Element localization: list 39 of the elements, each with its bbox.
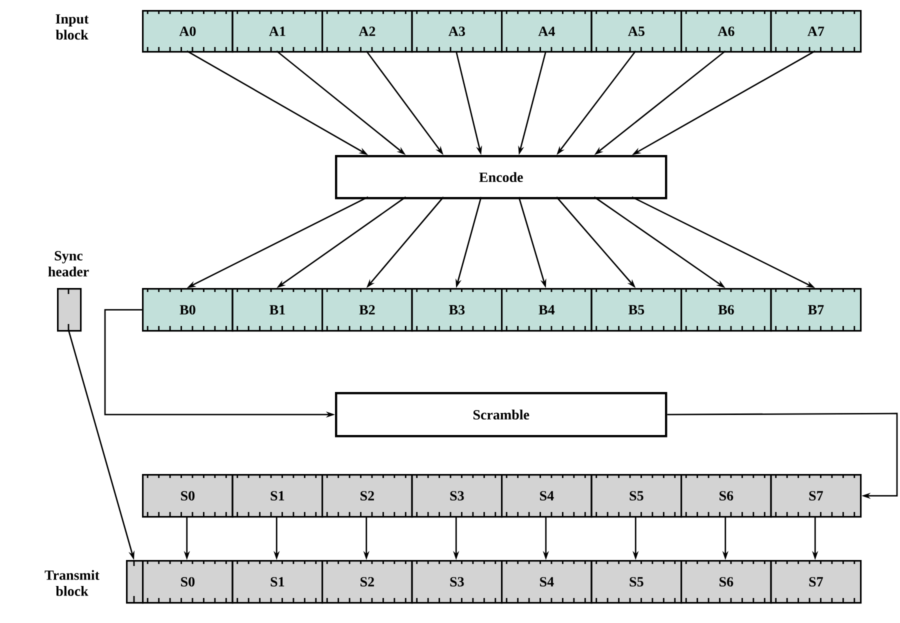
cell: B0: [142, 287, 234, 332]
cell: B1: [232, 287, 324, 332]
cell: S4: [501, 473, 592, 518]
cell: S1: [232, 473, 324, 518]
cell: B2: [322, 287, 413, 332]
cell: A0: [142, 9, 234, 53]
cell: A1: [232, 9, 324, 53]
cell: S5: [590, 473, 682, 518]
cell: S1: [232, 559, 324, 604]
cell: S6: [680, 473, 772, 518]
row-label: Input block: [56, 14, 89, 40]
cell: S2: [322, 559, 413, 604]
cell: A4: [501, 9, 592, 53]
row-label: Transmit block: [44, 570, 100, 596]
arrow: [667, 412, 898, 499]
cell: B5: [590, 287, 682, 332]
cell: A6: [680, 9, 772, 53]
cell: B4: [501, 287, 592, 332]
header-box: [126, 559, 144, 604]
cell: S5: [590, 559, 682, 604]
cell: S2: [322, 473, 413, 518]
cell: S7: [770, 473, 862, 518]
cell: S3: [411, 559, 503, 604]
cell: S4: [501, 559, 592, 604]
cell: B6: [680, 287, 772, 332]
header-label: Sync header: [48, 251, 89, 276]
cell: A7: [770, 9, 862, 53]
cell: A3: [411, 9, 503, 53]
cell: A5: [590, 9, 682, 53]
cell: B7: [770, 287, 862, 332]
cell: S7: [770, 559, 862, 604]
process-box: Encode: [335, 155, 668, 200]
cell: B3: [411, 287, 503, 332]
header-box: [57, 287, 82, 332]
cell: S3: [411, 473, 503, 518]
cell: A2: [322, 9, 413, 53]
process-box: Scramble: [335, 392, 668, 438]
cell: S0: [142, 473, 234, 518]
cell: S6: [680, 559, 772, 604]
